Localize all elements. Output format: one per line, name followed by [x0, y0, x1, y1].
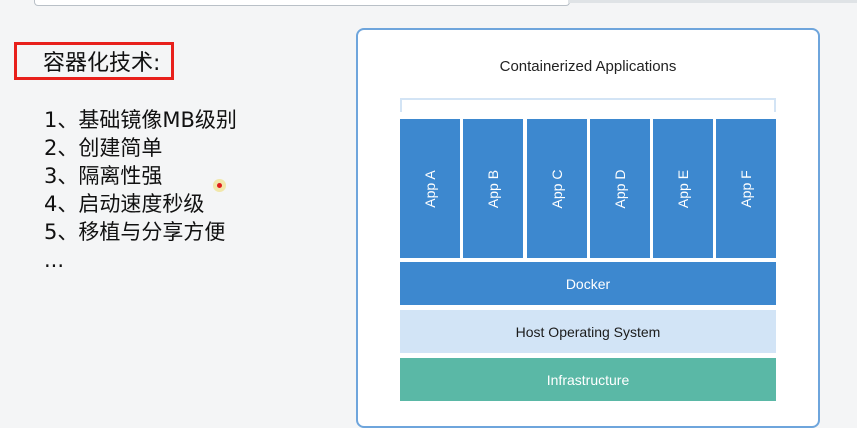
app-c-block: App C — [527, 119, 587, 258]
app-f-block: App F — [716, 119, 776, 258]
diagram-title: Containerized Applications — [499, 58, 677, 75]
container-diagram: Containerized Applications App A App B A… — [356, 28, 820, 428]
list-item: 4、启动速度秒级 — [44, 192, 205, 216]
host-os-layer: Host Operating System — [400, 310, 776, 353]
app-d-block: App D — [590, 119, 650, 258]
docker-layer: Docker — [400, 262, 776, 305]
list-item: 2、创建简单 — [44, 136, 163, 160]
infrastructure-label: Infrastructure — [546, 371, 630, 388]
heading-text: 容器化技术: — [43, 51, 161, 76]
app-label: App A — [422, 169, 438, 208]
app-shelf — [400, 98, 776, 112]
feature-list: 1、基础镜像MB级别 2、创建简单 3、隔离性强 4、启动速度秒级 5、移植与分… — [44, 106, 237, 274]
app-label: App C — [549, 169, 565, 208]
list-item: 3、隔离性强 — [44, 164, 163, 188]
infrastructure-layer: Infrastructure — [400, 358, 776, 401]
list-item: 5、移植与分享方便 — [44, 220, 226, 244]
heading-highlight-box: 容器化技术: — [14, 42, 174, 80]
app-a-block: App A — [400, 119, 460, 258]
app-e-block: App E — [653, 119, 713, 258]
docker-label: Docker — [565, 275, 611, 292]
top-toolbar — [34, 0, 570, 6]
app-b-block: App B — [463, 119, 523, 258]
app-label: App B — [485, 169, 501, 208]
laser-pointer-dot — [217, 183, 222, 188]
app-label: App F — [738, 169, 754, 208]
top-divider — [568, 0, 857, 3]
app-label: App D — [612, 169, 628, 208]
list-item: ... — [44, 248, 65, 272]
list-item: 1、基础镜像MB级别 — [44, 108, 237, 132]
app-label: App E — [675, 169, 691, 208]
host-os-label: Host Operating System — [515, 323, 661, 340]
